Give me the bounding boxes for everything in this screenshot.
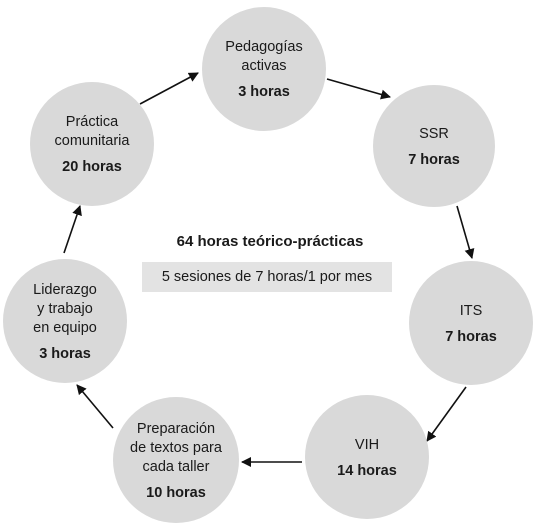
center-subtitle-box: 5 sesiones de 7 horas/1 por mes	[142, 262, 392, 292]
node-vih: VIH 14 horas	[305, 395, 429, 519]
node-label: Preparación de textos para cada taller	[130, 420, 222, 475]
node-ssr: SSR 7 horas	[373, 85, 495, 207]
node-pedagogias-activas: Pedagogías activas 3 horas	[202, 7, 326, 131]
node-label: ITS	[459, 302, 483, 319]
arrow-ssr-to-its	[456, 205, 475, 259]
arrow-pedagogias-to-ssr	[326, 78, 391, 100]
node-hours: 3 horas	[238, 84, 290, 100]
node-liderazgo: Liderazgo y trabajo en equipo 3 horas	[3, 259, 127, 383]
node-practica-comunitaria: Práctica comunitaria 20 horas	[30, 82, 154, 206]
node-hours: 14 horas	[337, 462, 397, 479]
node-label: VIH	[354, 436, 380, 453]
node-hours: 3 horas	[39, 345, 91, 362]
arrow-liderazgo-to-practica	[63, 205, 82, 254]
node-label: Pedagogías activas	[225, 39, 303, 74]
arrow-preparacion-to-liderazgo	[76, 384, 114, 429]
center-title: 64 horas teórico-prácticas	[176, 233, 364, 250]
arrow-its-to-vih	[426, 386, 467, 442]
node-label: SSR	[419, 125, 449, 142]
node-hours: 7 horas	[408, 151, 460, 168]
node-preparacion-textos: Preparación de textos para cada taller 1…	[113, 397, 239, 523]
node-hours: 10 horas	[146, 484, 206, 501]
node-label: Práctica comunitaria	[54, 114, 130, 149]
node-label: Liderazgo y trabajo en equipo	[33, 281, 97, 336]
node-its: ITS 7 horas	[409, 261, 533, 385]
arrow-practica-to-pedagogias	[139, 72, 199, 105]
node-hours: 7 horas	[445, 328, 497, 345]
node-hours: 20 horas	[62, 159, 122, 175]
